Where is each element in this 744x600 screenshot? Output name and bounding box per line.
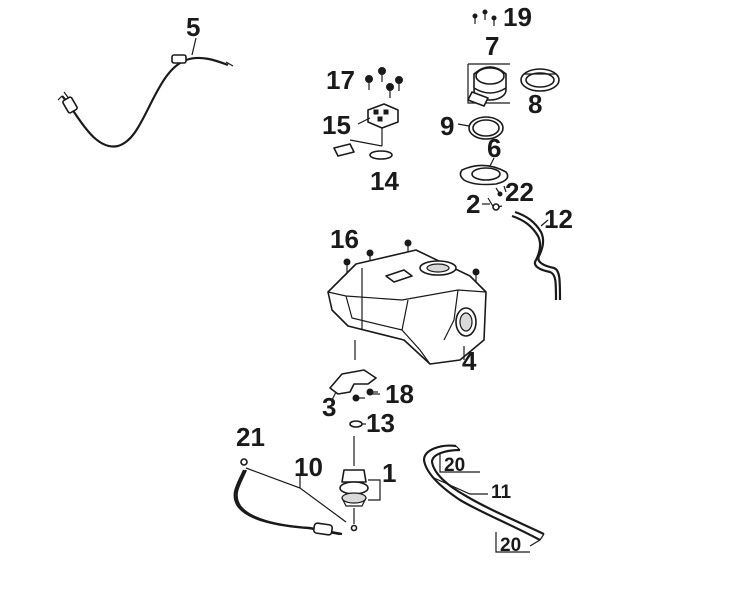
return-hose-11 — [422, 444, 545, 541]
fuel-hose-10 — [233, 458, 347, 536]
callout-13: 13 — [366, 408, 395, 438]
callout-22: 22 — [505, 177, 534, 207]
clamp-20-bottom — [495, 532, 541, 553]
fuel-cap-7 — [467, 63, 510, 107]
bolts-17 — [365, 67, 403, 98]
o-ring-9 — [457, 116, 504, 140]
fuel-sender-15 — [333, 103, 399, 160]
callout-20-top: 20 — [444, 455, 465, 476]
fuel-tank-4 — [327, 249, 487, 365]
bracket-3 — [329, 369, 377, 401]
callout-14: 14 — [370, 166, 399, 196]
gasket-6 — [459, 157, 509, 186]
screws-19 — [472, 9, 497, 26]
clamp-20-top — [439, 454, 480, 473]
clip-2 — [482, 197, 503, 211]
seal-ring-8 — [520, 68, 560, 92]
fuel-valve-1 — [339, 436, 381, 532]
breather-hose-12 — [511, 210, 562, 301]
bolts-18 — [352, 388, 380, 402]
callout-17: 17 — [326, 65, 355, 95]
callout-16: 16 — [330, 224, 359, 254]
callout-2: 2 — [466, 189, 480, 219]
callout-12: 12 — [544, 204, 573, 234]
clips-22 — [495, 185, 507, 197]
callout-3: 3 — [322, 392, 336, 422]
clamp-13 — [349, 420, 366, 428]
callout-10: 10 — [294, 452, 323, 482]
callout-15: 15 — [322, 110, 351, 140]
callout-9: 9 — [440, 111, 454, 141]
callout-20-bottom: 20 — [500, 535, 521, 556]
cable-5 — [57, 37, 234, 148]
callout-11: 11 — [491, 482, 512, 503]
callout-6: 6 — [487, 133, 501, 163]
callout-21: 21 — [236, 422, 265, 452]
callout-19: 19 — [503, 2, 532, 32]
callout-4: 4 — [462, 346, 477, 376]
fasteners-16 — [343, 239, 480, 285]
callout-8: 8 — [528, 89, 542, 119]
callout-7: 7 — [485, 31, 499, 61]
callout-5: 5 — [186, 12, 200, 42]
callout-18: 18 — [385, 379, 414, 409]
callout-1: 1 — [382, 458, 396, 488]
